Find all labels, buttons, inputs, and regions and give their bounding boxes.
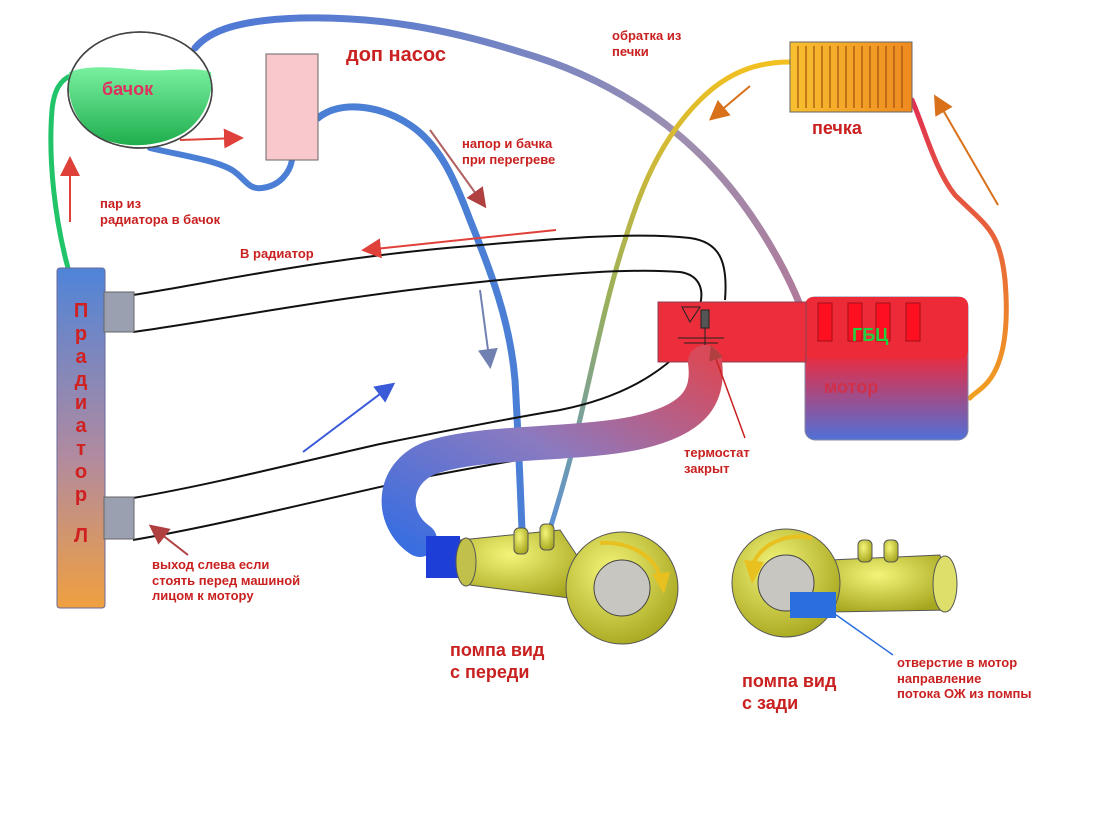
- radiator-label: П р а д и а т о р Л: [71, 300, 91, 548]
- radiator-letter: П: [73, 300, 89, 322]
- arrow-heater-in: [933, 94, 999, 206]
- outlet-note: выход слева если стоять перед машиной ли…: [152, 557, 300, 604]
- steam-line: [48, 72, 75, 271]
- pump-front: [455, 523, 679, 645]
- heater-fins: [797, 46, 903, 108]
- radiator-bottom-line-1: [132, 341, 691, 499]
- tank-to-pump-line: [147, 145, 295, 192]
- hose-clamp: [426, 536, 460, 578]
- heater-label: печка: [812, 118, 862, 138]
- pump-front-label: помпа вид с переди: [450, 640, 544, 683]
- outlet-note-line1: выход слева если: [152, 557, 270, 572]
- thermostat-line1: термостат: [684, 445, 750, 460]
- heater-return-label: обратка из печки: [612, 28, 681, 59]
- radiator-bottom-line-2: [132, 451, 561, 541]
- arrow-pressure: [429, 129, 487, 209]
- head-label: ГБЦ: [852, 325, 889, 345]
- engine-hole-note: отверстие в мотор направление потока ОЖ …: [897, 655, 1032, 702]
- pump-back-line2: с зади: [742, 692, 799, 713]
- pump-front-line2: с переди: [450, 661, 530, 682]
- engine-hole-line3: потока ОЖ из помпы: [897, 686, 1032, 702]
- thermostat-line2: закрыт: [684, 460, 730, 476]
- to-radiator-label: В радиатор: [240, 246, 314, 261]
- pump-front-line1: помпа вид: [450, 640, 545, 660]
- arrow-down-gray: [477, 289, 498, 369]
- radiator-letter: р: [74, 484, 88, 506]
- radiator-letter: д: [74, 369, 88, 391]
- thermostat-label: термостат закрыт: [684, 445, 750, 476]
- arrow-thermostat: [709, 345, 746, 439]
- engine-label: мотор: [824, 377, 879, 397]
- engine-hole: [790, 592, 836, 618]
- radiator-letter: Л: [73, 525, 89, 547]
- radiator-upper-port: [103, 291, 135, 333]
- arrow-heater-out: [708, 85, 751, 121]
- radiator-top-line-2: [132, 269, 703, 333]
- engine-hole-line2: направление: [897, 670, 982, 686]
- engine-hole-line1: отверстие в мотор: [897, 655, 1018, 670]
- radiator: [56, 267, 106, 609]
- radiator-letter: р: [74, 323, 88, 345]
- pressure-note: напор и бачка при перегреве: [462, 136, 555, 167]
- radiator-letter: т: [76, 438, 86, 460]
- radiator-letter: о: [74, 461, 88, 483]
- heater-return-line1: обратка из: [612, 28, 682, 43]
- thermostat-symbol: [678, 306, 724, 348]
- heater-return-hose: [191, 14, 804, 309]
- extra-pump-label: доп насос: [346, 44, 446, 66]
- outlet-note-line2: стоять перед машиной: [152, 572, 301, 588]
- radiator-lower-port: [103, 496, 135, 540]
- extra-pump: [265, 53, 319, 161]
- heater-inlet-hose: [909, 97, 1009, 401]
- heater-outlet-hose: [545, 59, 793, 538]
- tank-label: бачок: [102, 79, 154, 99]
- steam-note-line1: пар из: [100, 196, 142, 211]
- radiator-letter: и: [74, 392, 88, 414]
- arrow-return-flow: [302, 382, 396, 453]
- pump-back: [731, 528, 958, 638]
- outlet-note-line3: лицом к мотору: [152, 588, 254, 604]
- radiator-letter: а: [75, 346, 87, 368]
- arrow-outlet-note: [148, 524, 189, 556]
- arrow-tank-to-pump: [179, 128, 244, 149]
- steam-note: пар из радиатора в бачок: [100, 196, 220, 227]
- steam-note-line2: радиатора в бачок: [100, 211, 221, 227]
- heater-core: [789, 41, 913, 113]
- cylinder-head-slots: [817, 302, 921, 342]
- coolant-level: [68, 67, 212, 146]
- arrow-to-radiator: [361, 229, 557, 259]
- engine-to-pump-hose: [381, 345, 723, 557]
- pump-front-hub: [593, 559, 651, 617]
- radiator-top-line-1: [132, 234, 727, 301]
- thermostat-housing: [657, 301, 807, 363]
- pump-back-line1: помпа вид: [742, 671, 837, 691]
- radiator-letter: а: [75, 415, 87, 437]
- pressure-note-line2: при перегреве: [462, 151, 556, 167]
- arrow-engine-hole: [831, 611, 894, 656]
- pump-back-label: помпа вид с зади: [742, 671, 836, 714]
- pressure-note-line1: напор и бачка: [462, 136, 553, 151]
- heater-return-line2: печки: [612, 43, 649, 59]
